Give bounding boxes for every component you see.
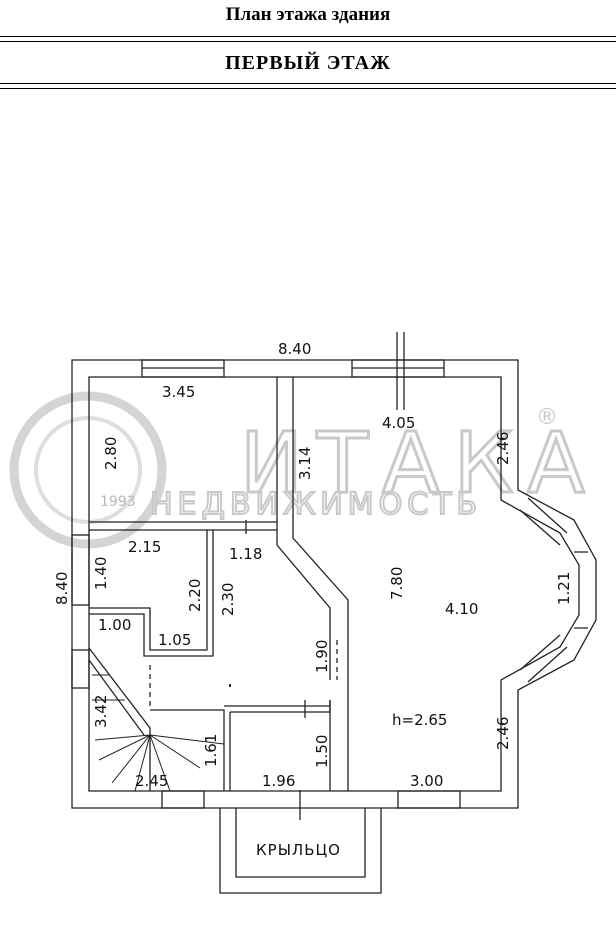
plan-dot (229, 684, 231, 687)
outer-wall-outer (71, 359, 597, 809)
header-rule-top-2 (0, 41, 616, 42)
header-rule-bottom-1 (0, 83, 616, 84)
watermark-logo-inner-ring (34, 416, 142, 524)
dim-corridor-mid: 1.90 (313, 640, 331, 673)
dim-bath-width: 2.15 (128, 538, 161, 556)
bay-window-bottom (519, 634, 568, 683)
window-bottom-right (397, 790, 461, 809)
watermark-tagline: НЕДВИЖИМОСТЬ (150, 487, 482, 522)
dim-hall-width: 4.10 (445, 600, 478, 618)
wall-vestibule (224, 700, 331, 791)
dim-closet-width: 1.05 (158, 631, 191, 649)
dim-ceiling-height: h=2.65 (392, 711, 447, 729)
dim-bath-door: 1.18 (229, 545, 262, 563)
watermark-registered-mark: ® (536, 405, 558, 430)
dim-stair-length: 3.42 (92, 695, 110, 728)
dim-closet-depth-b: 2.30 (219, 583, 237, 616)
dim-vestibule-depth: 1.50 (313, 735, 331, 768)
dim-room-top-left-width: 3.45 (162, 383, 195, 401)
porch-outer (219, 808, 382, 894)
document-title: План этажа здания (225, 4, 391, 25)
dim-hall-top-width: 4.05 (382, 414, 415, 432)
dim-hall-upper-right: 2.46 (494, 432, 512, 465)
wall-room-top-left (89, 521, 277, 531)
dim-closet-depth-a: 2.20 (186, 579, 204, 612)
porch-label: КРЫЛЬЦО (256, 841, 341, 859)
dim-stair-side: 1.61 (202, 734, 220, 767)
dim-room-top-left-depth: 2.80 (102, 437, 120, 470)
dim-stair-width: 2.45 (135, 772, 168, 790)
dim-total-width: 8.40 (278, 340, 311, 358)
wall-closet (89, 530, 214, 657)
dim-stair-landing: 1.00 (98, 616, 131, 634)
outer-wall-inner (88, 376, 580, 792)
header-rule-top-1 (0, 36, 616, 37)
bay-window-side (574, 551, 588, 629)
dim-bath-left: 1.40 (92, 557, 110, 590)
stair-landing (150, 709, 225, 791)
window-bottom-left (161, 790, 205, 809)
bay-window-top (519, 497, 568, 546)
watermark: ИТАКА ® 1993 НЕДВИЖИМОСТЬ (9, 391, 599, 549)
watermark-brand: ИТАКА (240, 414, 599, 512)
porch-inner (235, 808, 366, 878)
stair-treads (92, 674, 225, 792)
dim-total-depth: 8.40 (53, 572, 71, 605)
dim-hall-bottom-width: 3.00 (410, 772, 443, 790)
watermark-logo-ring (9, 391, 167, 549)
dim-bay-width: 1.21 (555, 572, 573, 605)
dim-hall-lower-right: 2.46 (494, 717, 512, 750)
dim-hall-depth: 7.80 (388, 567, 406, 600)
window-left-lower (71, 649, 90, 689)
header-rule-bottom-2 (0, 88, 616, 89)
watermark-year: 1993 (100, 494, 136, 510)
floor-title: ПЕРВЫЙ ЭТАЖ (225, 52, 391, 74)
dim-vestibule-width: 1.96 (262, 772, 295, 790)
wall-corridor-left (276, 377, 349, 791)
dim-corridor-left-depth: 3.14 (296, 447, 314, 480)
window-left-upper (71, 534, 90, 606)
